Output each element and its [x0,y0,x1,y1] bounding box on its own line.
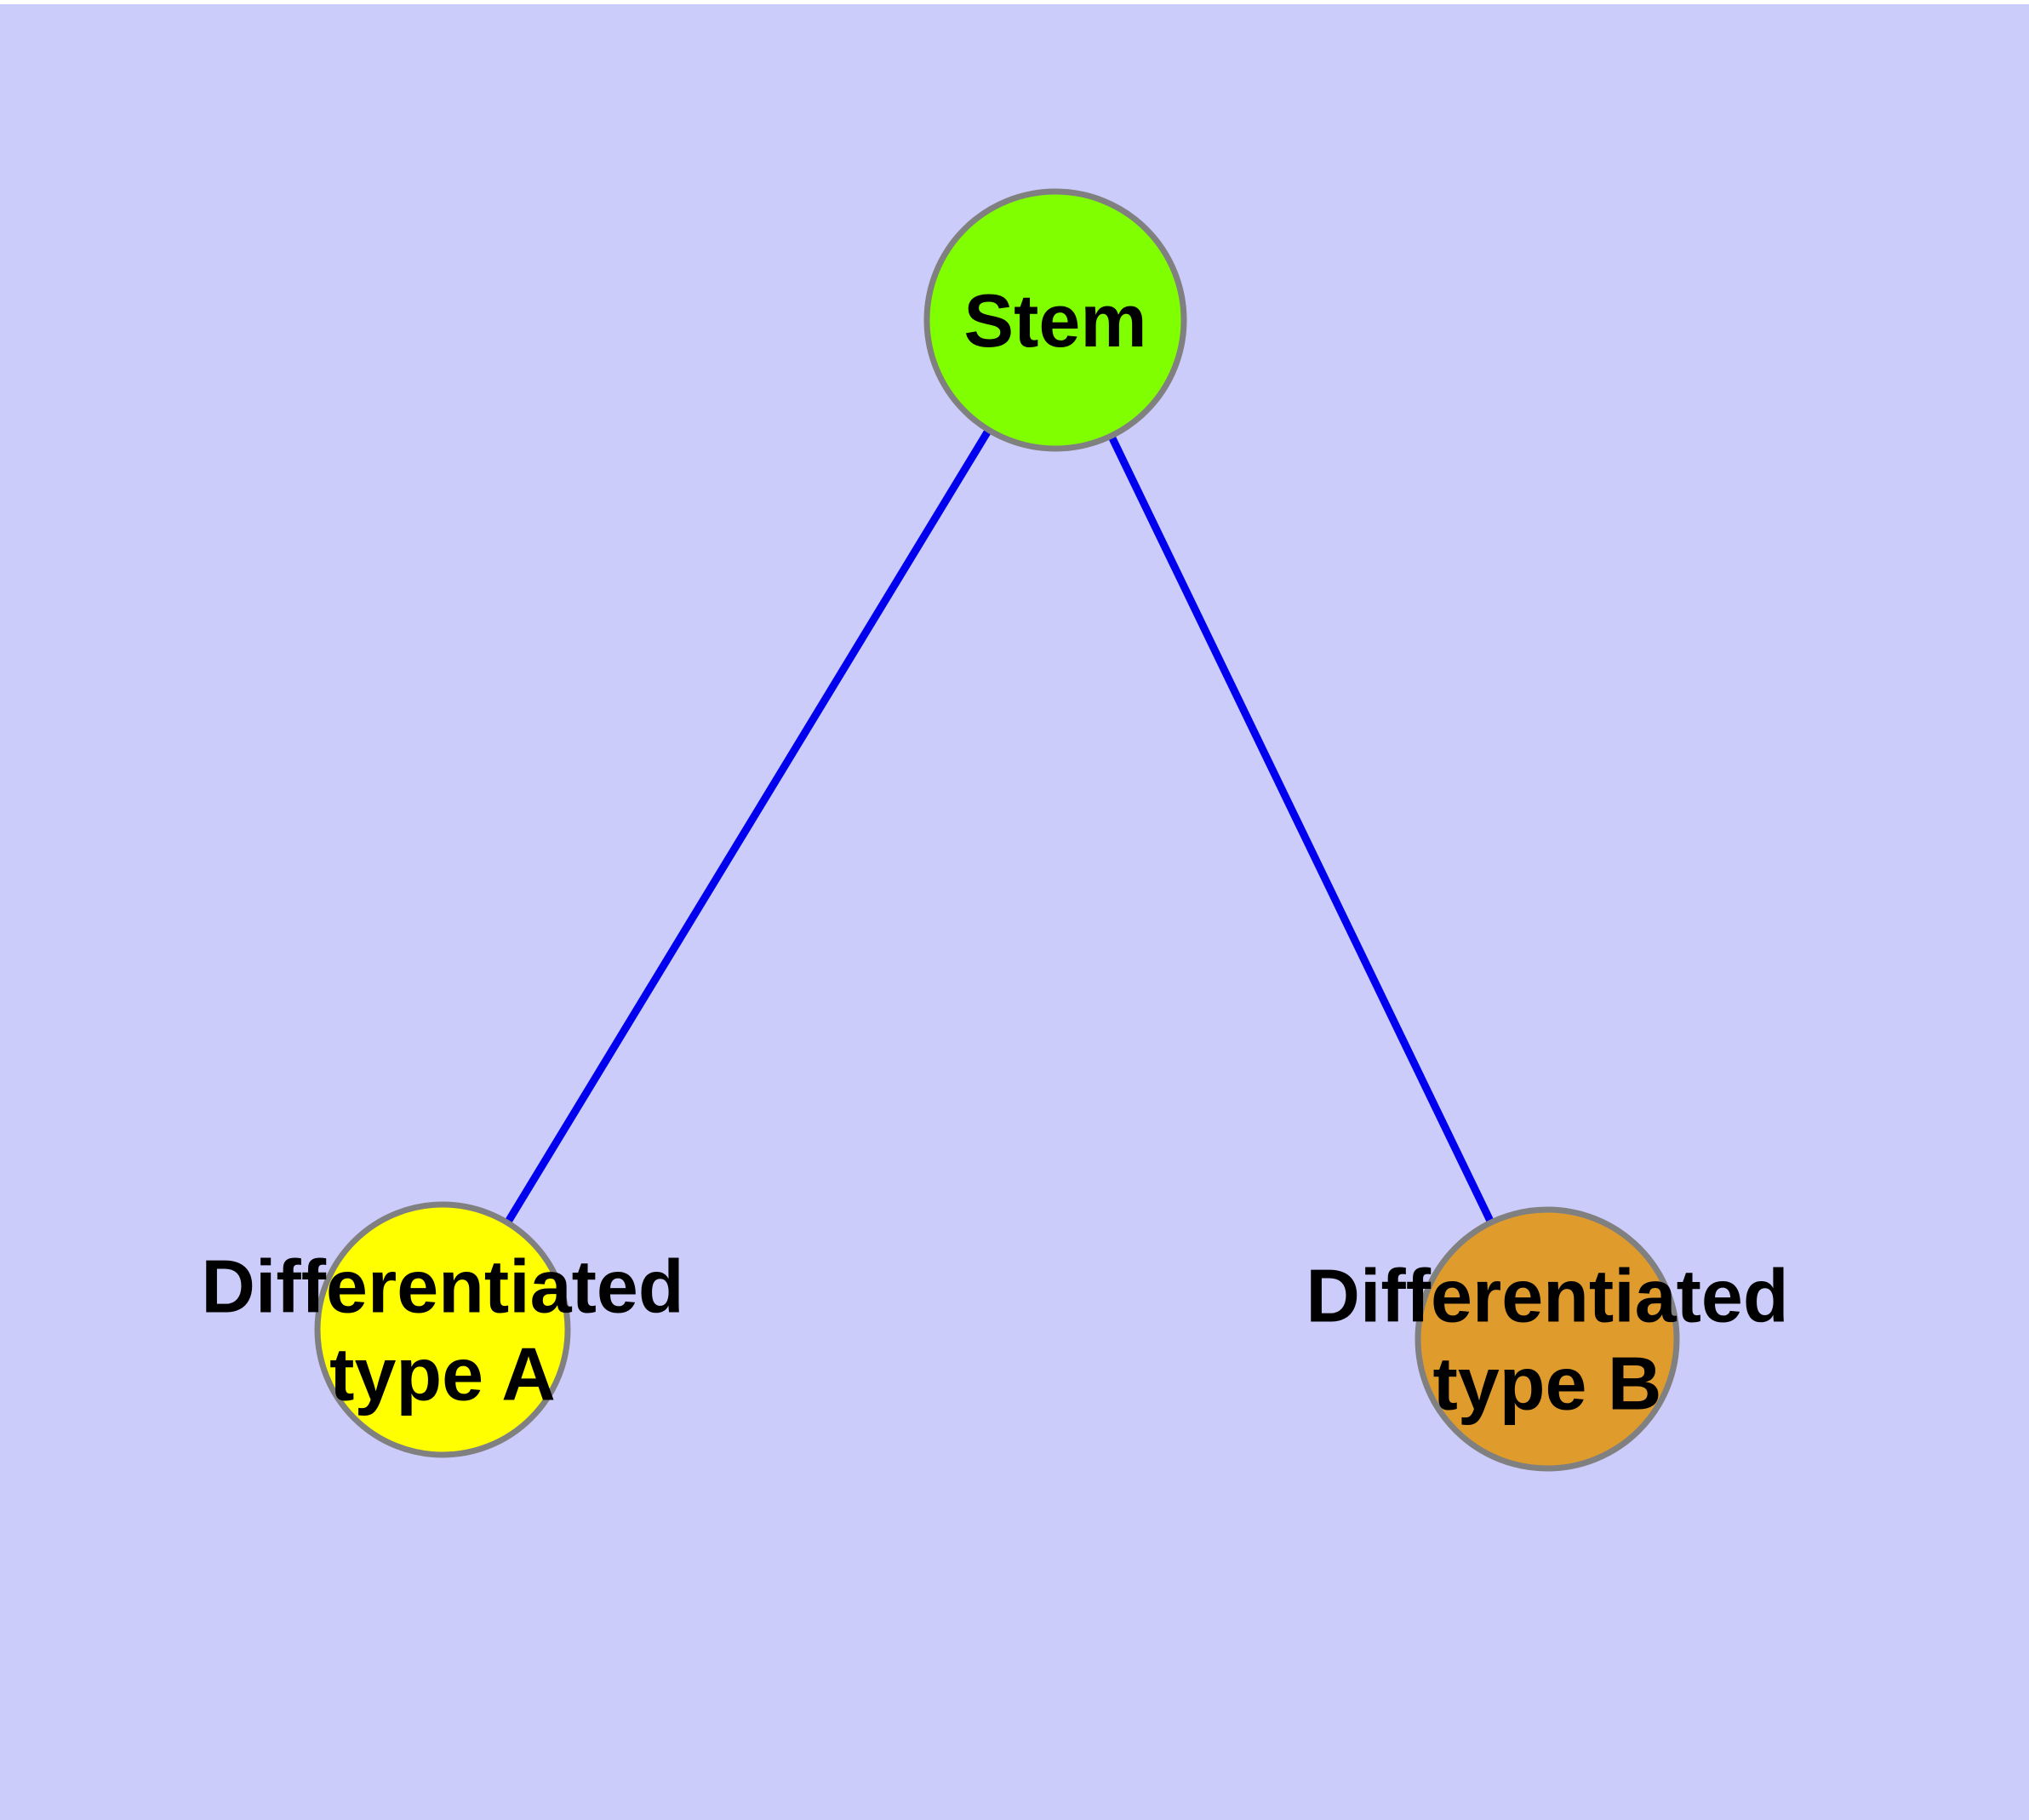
edge-stem-to-differentiated-type-b[interactable] [1051,318,1552,1341]
node-label-line: type A [329,1332,556,1417]
node-stem[interactable] [923,188,1187,452]
node-differentiated-type-a[interactable] [314,1201,571,1458]
node-label-stem: Stem [963,278,1146,363]
edges-layer [439,318,1552,1341]
edge-stem-to-differentiated-type-a[interactable] [439,318,1059,1332]
nodes-layer [314,188,1680,1472]
node-label-line: type B [1433,1342,1662,1426]
node-differentiated-type-b[interactable] [1415,1206,1680,1472]
node-label-line: Differentiated [1306,1254,1788,1338]
node-label-line: Stem [963,278,1146,363]
node-label-line: Differentiated [201,1245,683,1329]
